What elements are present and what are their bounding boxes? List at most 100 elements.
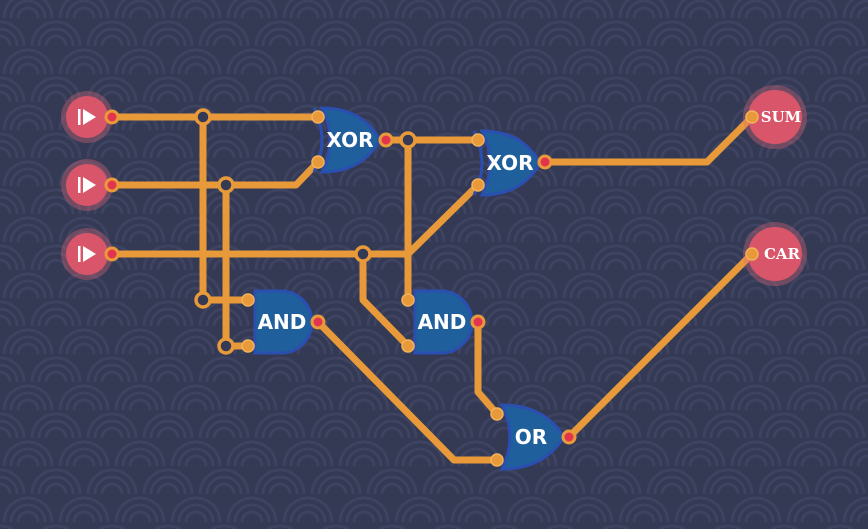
wave-arc	[709, 475, 747, 495]
input-pin[interactable]	[471, 133, 485, 147]
wave-arc	[345, 503, 383, 523]
wave-arc	[58, 384, 110, 411]
wave-arc	[513, 503, 551, 523]
input-toggle-a[interactable]	[61, 91, 120, 143]
input-pin[interactable]	[241, 293, 255, 307]
wave-arc	[114, 496, 166, 523]
wave-arc	[324, 370, 348, 383]
wire-xor2-sum[interactable]	[541, 113, 756, 166]
wave-arc	[422, 20, 474, 47]
wave-arc	[177, 279, 215, 299]
wave-arc	[429, 251, 467, 271]
input-pin[interactable]	[745, 247, 759, 261]
wave-arc	[660, 34, 684, 47]
wave-arc	[9, 391, 47, 411]
wave-arc	[142, 468, 194, 495]
wave-arc	[688, 174, 712, 187]
wave-arc	[772, 370, 796, 383]
output-pin[interactable]	[561, 429, 577, 445]
wave-arc	[842, 440, 868, 467]
wave-arc	[2, 384, 54, 411]
wave-arc	[268, 146, 292, 159]
wave-arc	[72, 286, 96, 299]
wave-arc	[198, 20, 250, 47]
wave-arc	[765, 419, 803, 439]
wave-arc	[394, 272, 446, 299]
wave-arc	[597, 307, 635, 327]
wave-arc	[828, 426, 852, 439]
wave-arc	[737, 335, 775, 355]
wave-arc	[65, 391, 103, 411]
wave-arc	[436, 258, 460, 271]
wave-arc	[289, 223, 327, 243]
and-gate-1[interactable]: AND	[241, 289, 326, 355]
wire-b-and1[interactable]	[222, 181, 252, 350]
output-pin[interactable]	[537, 154, 553, 170]
wave-arc	[254, 20, 306, 47]
output-pin[interactable]	[104, 109, 120, 125]
wave-arc	[653, 83, 691, 103]
output-pin[interactable]	[378, 132, 394, 148]
wave-arc	[716, 314, 740, 327]
input-pin[interactable]	[490, 407, 504, 421]
wave-arc	[618, 440, 670, 467]
wave-arc	[205, 139, 243, 159]
wave-arc	[569, 0, 607, 19]
input-pin[interactable]	[401, 339, 415, 353]
wave-arc	[569, 335, 607, 355]
wave-arc	[793, 55, 831, 75]
wire-and1-or[interactable]	[314, 318, 501, 464]
wire-c-xor2[interactable]	[108, 181, 482, 258]
wave-arc	[58, 48, 110, 75]
input-pin[interactable]	[490, 453, 504, 467]
input-toggle-b[interactable]	[61, 159, 120, 211]
wave-arc	[842, 0, 855, 19]
wave-arc	[86, 468, 138, 495]
wave-arc	[737, 0, 775, 19]
wave-arc	[345, 335, 383, 355]
wave-arc	[65, 223, 103, 243]
and-gate-2[interactable]: AND	[401, 289, 486, 355]
wire-b-xor1[interactable]	[108, 158, 322, 189]
wave-arc	[716, 90, 740, 103]
xor-gate-2[interactable]: XOR	[471, 129, 553, 197]
input-pin[interactable]	[241, 339, 255, 353]
output-pin[interactable]	[104, 177, 120, 193]
wave-arc	[0, 34, 12, 47]
wave-arc	[569, 447, 607, 467]
input-pin[interactable]	[311, 110, 325, 124]
output-sum[interactable]: SUM	[743, 85, 807, 149]
wave-arc	[814, 300, 866, 327]
wave-arc	[856, 454, 868, 467]
wave-arc	[450, 272, 502, 299]
xor-gate-1[interactable]: XOR	[311, 106, 394, 174]
wave-arc	[254, 132, 306, 159]
output-carry[interactable]: CAR	[743, 222, 807, 286]
wave-arc	[114, 328, 166, 355]
wave-arc	[485, 195, 523, 215]
wave-arc	[632, 454, 656, 467]
wave-arc	[800, 342, 824, 355]
wave-arc	[170, 160, 222, 187]
wave-arc	[744, 398, 768, 411]
wave-arc	[156, 146, 180, 159]
input-pin[interactable]	[745, 110, 759, 124]
input-toggle-c[interactable]	[61, 228, 120, 280]
wave-arc	[41, 524, 71, 529]
junction-node	[399, 131, 417, 149]
input-pin[interactable]	[401, 293, 415, 307]
wave-arc	[324, 314, 348, 327]
wave-arc	[660, 258, 684, 271]
output-pin[interactable]	[470, 314, 486, 330]
wave-arc	[65, 503, 103, 523]
output-pin[interactable]	[310, 314, 326, 330]
input-pin[interactable]	[311, 155, 325, 169]
wave-arc	[520, 118, 544, 131]
wave-arc	[436, 370, 460, 383]
wire-c-and2[interactable]	[359, 250, 412, 350]
output-pin[interactable]	[104, 246, 120, 262]
wire-and2-or[interactable]	[474, 318, 501, 418]
input-pin[interactable]	[471, 178, 485, 192]
or-gate[interactable]: OR	[490, 403, 577, 471]
wire-or-carry[interactable]	[565, 250, 756, 441]
